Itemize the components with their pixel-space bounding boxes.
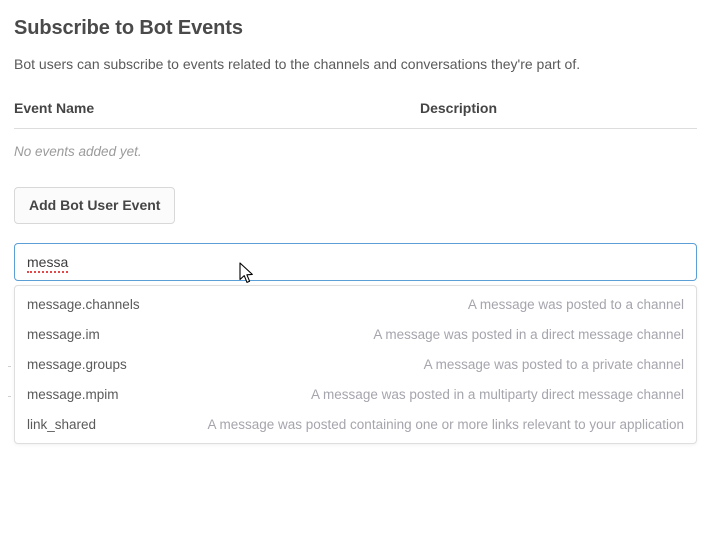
- suggestion-event-name: message.mpim: [27, 386, 119, 402]
- page-title: Subscribe to Bot Events: [14, 17, 243, 39]
- events-table-header: Event Name Description: [14, 100, 697, 129]
- suggestion-event-description: A message was posted containing one or m…: [207, 416, 684, 432]
- add-bot-user-event-button[interactable]: Add Bot User Event: [14, 187, 176, 224]
- suggestion-event-name: message.channels: [27, 296, 140, 312]
- list-item[interactable]: message.mpim A message was posted in a m…: [15, 379, 696, 409]
- list-item[interactable]: message.im A message was posted in a dir…: [15, 319, 696, 349]
- suggestion-event-name: message.groups: [27, 356, 127, 372]
- suggestion-event-name: message.im: [27, 326, 100, 342]
- events-table-empty-message: No events added yet.: [14, 144, 142, 159]
- column-header-description: Description: [420, 100, 498, 116]
- page-content: Subscribe to Bot Events Bot users can su…: [14, 17, 697, 444]
- column-header-event-name: Event Name: [14, 100, 95, 116]
- list-item[interactable]: message.channels A message was posted to…: [15, 289, 696, 319]
- list-item[interactable]: message.groups A message was posted to a…: [15, 349, 696, 379]
- suggestion-event-description: A message was posted in a direct message…: [373, 326, 684, 342]
- list-item[interactable]: link_shared A message was posted contain…: [15, 409, 696, 439]
- page-description: Bot users can subscribe to events relate…: [14, 56, 581, 72]
- suggestion-event-description: A message was posted to a channel: [467, 296, 684, 312]
- event-suggestions-dropdown: message.channels A message was posted to…: [14, 285, 697, 444]
- occluded-row-artifact: [8, 396, 11, 397]
- suggestion-event-name: link_shared: [27, 416, 97, 432]
- suggestion-event-description: A message was posted to a private channe…: [423, 356, 684, 372]
- occluded-row-artifact: [8, 366, 11, 367]
- event-combobox: messa message.channels A message was pos…: [14, 243, 697, 444]
- suggestion-event-description: A message was posted in a multiparty dir…: [311, 386, 684, 402]
- events-table: Event Name Description No events added y…: [14, 100, 697, 161]
- event-search-input[interactable]: [14, 243, 697, 281]
